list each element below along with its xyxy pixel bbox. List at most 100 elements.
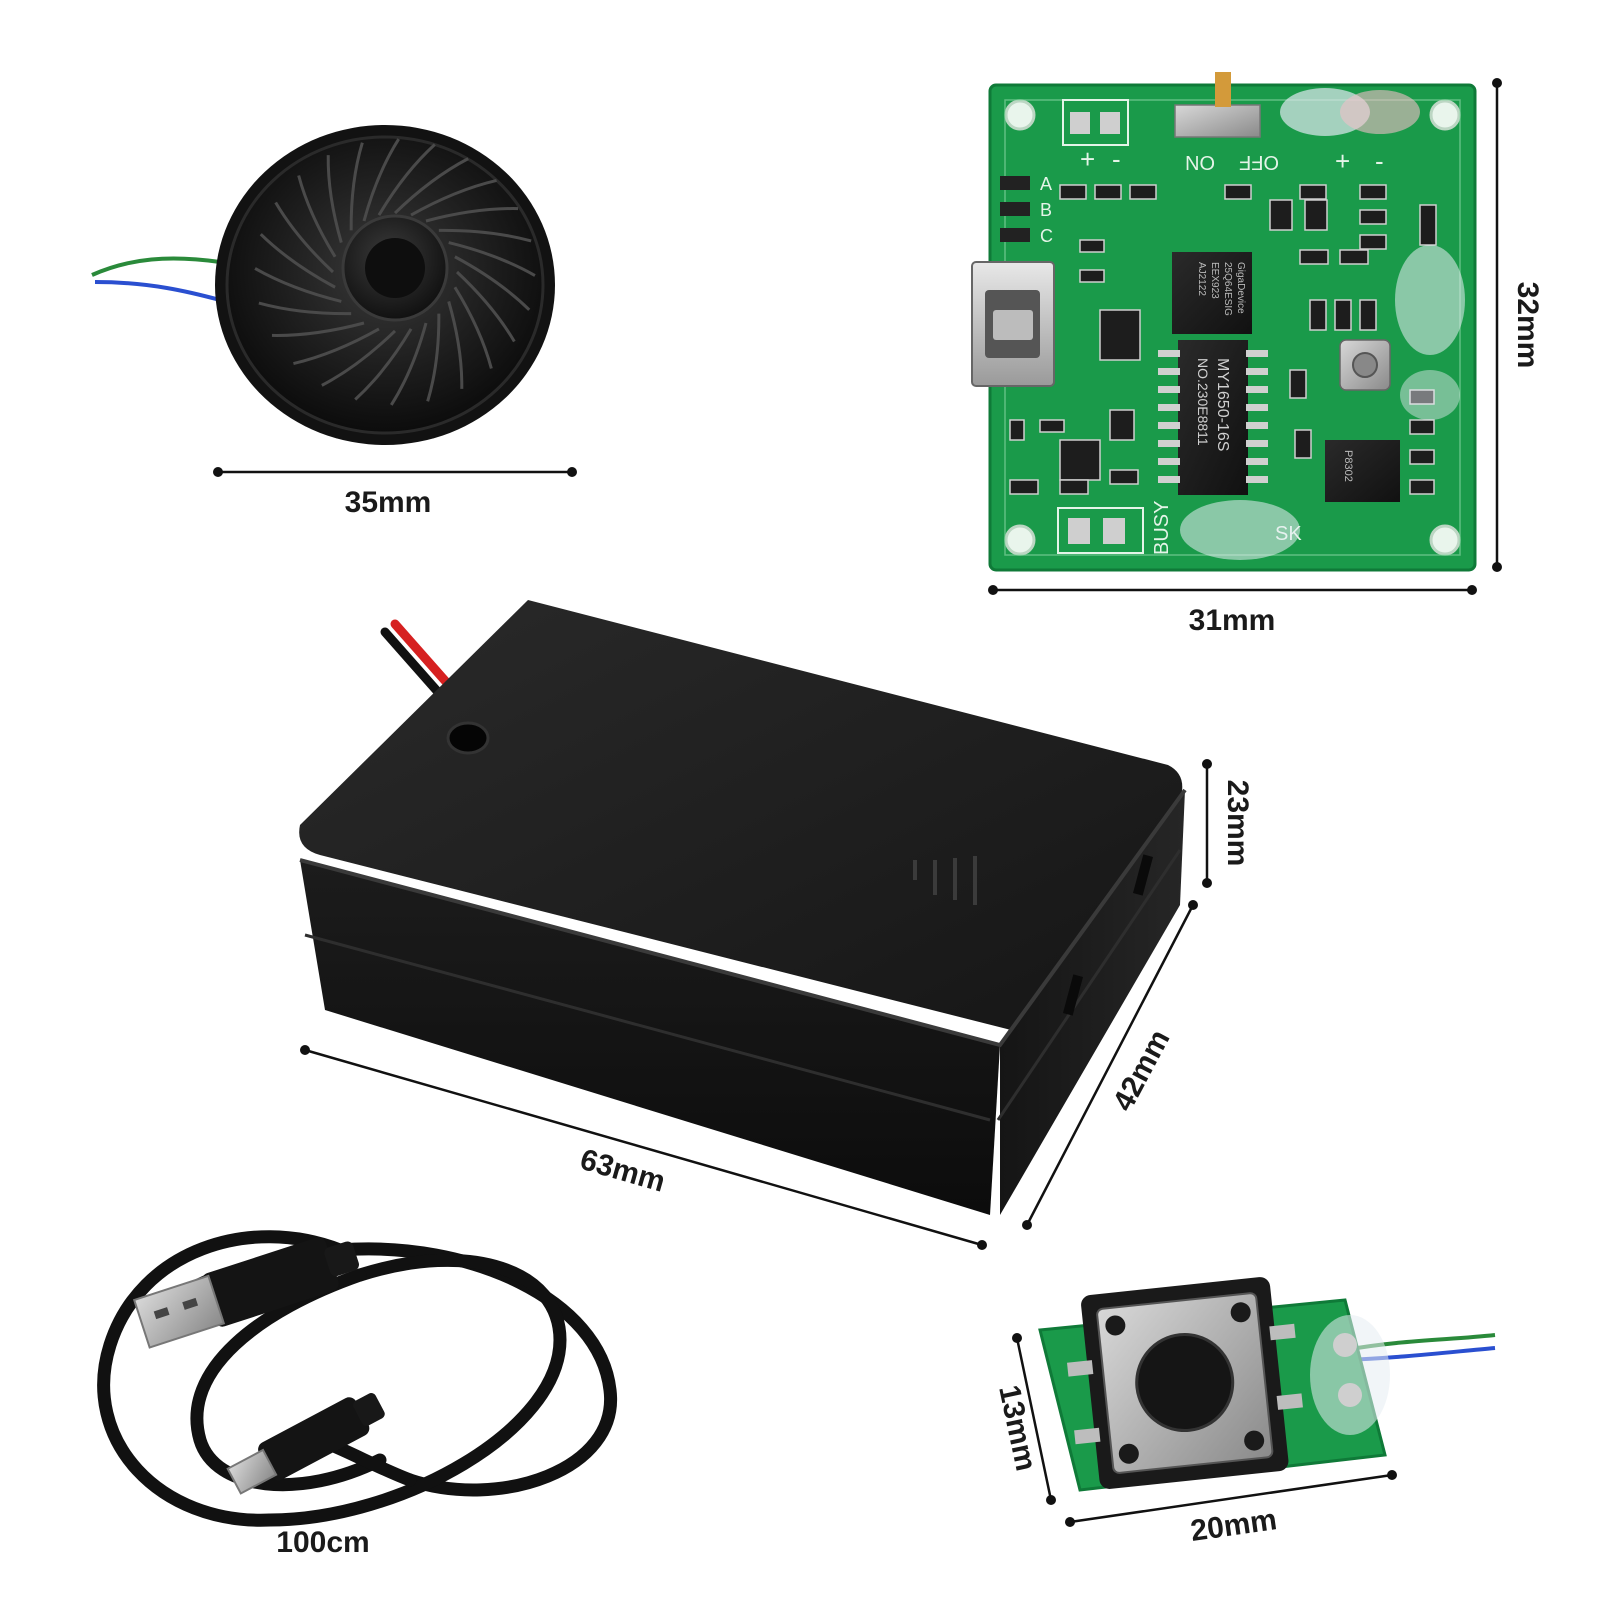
speaker-grille-vents	[254, 138, 536, 406]
speaker-vent-rib	[271, 321, 365, 337]
smd-part	[1409, 449, 1435, 465]
smd-part	[1419, 204, 1437, 246]
board-label-c: C	[1040, 226, 1053, 246]
smd-part	[1059, 479, 1089, 495]
button-cap[interactable]	[1132, 1330, 1238, 1436]
main-chip-label: MY1650-16S	[1214, 358, 1231, 451]
speaker-vent-rib	[453, 286, 493, 369]
smd-part	[1079, 269, 1105, 283]
speaker-vent-rib	[426, 313, 441, 402]
chip-pin	[1246, 368, 1268, 375]
smd-part	[1409, 389, 1435, 405]
chip-pin	[1158, 440, 1180, 447]
speaker-vent-rib	[393, 157, 469, 215]
amplifier-chip: P8302	[1325, 440, 1400, 502]
chip-pin	[1158, 476, 1180, 483]
busy-label: BUSY	[1151, 501, 1173, 555]
smd-components	[1009, 184, 1437, 495]
button-height-dimension-line	[1015, 1337, 1053, 1501]
chip-pin	[1158, 458, 1180, 465]
resistors-left	[1000, 176, 1030, 242]
speaker-vent-rib	[258, 301, 352, 316]
usb-a-plug	[132, 1237, 359, 1349]
smd-part	[1299, 184, 1327, 200]
speaker-vent-rib	[410, 179, 497, 217]
smd-part	[1409, 479, 1435, 495]
smd-part	[1079, 239, 1105, 253]
sound-module-board: + - ON OFF + - A B C GigaDevice	[971, 72, 1477, 572]
chip-pin	[1158, 422, 1180, 429]
speaker-vent-rib	[354, 328, 413, 401]
cable-length-label: 100cm	[276, 1526, 369, 1559]
smd-part	[1309, 299, 1327, 331]
button-width-dimension-line	[1069, 1473, 1393, 1524]
battery-box-front	[300, 860, 1000, 1215]
chip-pin	[1158, 368, 1180, 375]
smd-part	[1094, 184, 1122, 200]
tactile-switch	[1066, 1277, 1303, 1489]
chip-pin	[1158, 404, 1180, 411]
push-button-module	[1038, 1277, 1496, 1492]
battery-box-lid	[299, 600, 1183, 1050]
smd-part	[1359, 184, 1387, 200]
smd-part	[1289, 369, 1307, 399]
svg-text:GigaDevice: GigaDevice	[1235, 262, 1246, 314]
chip-pin	[1246, 350, 1268, 357]
smd-part	[1359, 299, 1377, 331]
smd-part	[1109, 469, 1139, 485]
flash-chip: GigaDevice 25Q64ESIG EEX923 AJ2122	[1172, 252, 1252, 334]
box-length-dimension-line	[304, 1048, 983, 1247]
switch-off-label: OFF	[1239, 151, 1279, 173]
board-plus-label-left: +	[1080, 144, 1095, 174]
board-plus-label-right: +	[1335, 146, 1350, 176]
speaker-vent-rib	[254, 267, 342, 303]
chip-pin	[1246, 386, 1268, 393]
svg-text:AJ2122: AJ2122	[1196, 262, 1207, 296]
speaker-diameter-label: 35mm	[345, 486, 432, 519]
smd-part	[1304, 199, 1328, 231]
smd-part	[1334, 299, 1352, 331]
smd-part	[1299, 249, 1329, 265]
speaker-vent-rib	[425, 207, 519, 223]
speaker-vent-rib	[362, 138, 400, 222]
speaker-vent-rib	[321, 329, 397, 387]
chip-pin	[1246, 476, 1268, 483]
chip-pin	[1158, 350, 1180, 357]
smd-part	[1009, 419, 1025, 441]
battery-wire-black	[380, 627, 450, 705]
smd-part	[1129, 184, 1157, 200]
smd-part	[1039, 419, 1065, 433]
smd-part	[1059, 184, 1087, 200]
micro-usb-plug	[226, 1393, 385, 1495]
board-width-label: 31mm	[1189, 604, 1276, 637]
main-sound-chip: MY1650-16S NO.230E8811	[1158, 340, 1268, 495]
speaker-vent-rib	[297, 175, 337, 258]
smd-part	[1409, 419, 1435, 435]
speaker-vent-rib	[259, 233, 336, 289]
smd-part	[1099, 309, 1141, 361]
board-height-label: 32mm	[1511, 282, 1544, 369]
smd-part	[1059, 439, 1101, 481]
smd-part	[1294, 429, 1312, 459]
board-minus-label-right: -	[1375, 146, 1384, 176]
speaker-wire-green	[91, 256, 221, 277]
chip-pin	[1246, 458, 1268, 465]
power-switch	[1174, 104, 1261, 138]
speaker-vent-rib	[454, 255, 531, 311]
speaker	[91, 125, 555, 445]
svg-text:P8302: P8302	[1342, 450, 1354, 482]
usb-cable	[97, 1230, 617, 1527]
volume-potentiometer	[1339, 339, 1391, 391]
board-minus-label-left: -	[1112, 144, 1121, 174]
smd-part	[1009, 479, 1039, 495]
chip-pin	[1158, 386, 1180, 393]
smd-part	[1269, 199, 1293, 231]
smd-part	[1339, 249, 1369, 265]
speaker-vent-rib	[349, 142, 364, 231]
chip-pin	[1246, 440, 1268, 447]
speaker-vent-rib	[377, 143, 436, 216]
svg-text:EEX923: EEX923	[1209, 262, 1220, 299]
speaker-wire-blue	[94, 280, 221, 302]
speaker-vent-rib	[455, 270, 516, 343]
